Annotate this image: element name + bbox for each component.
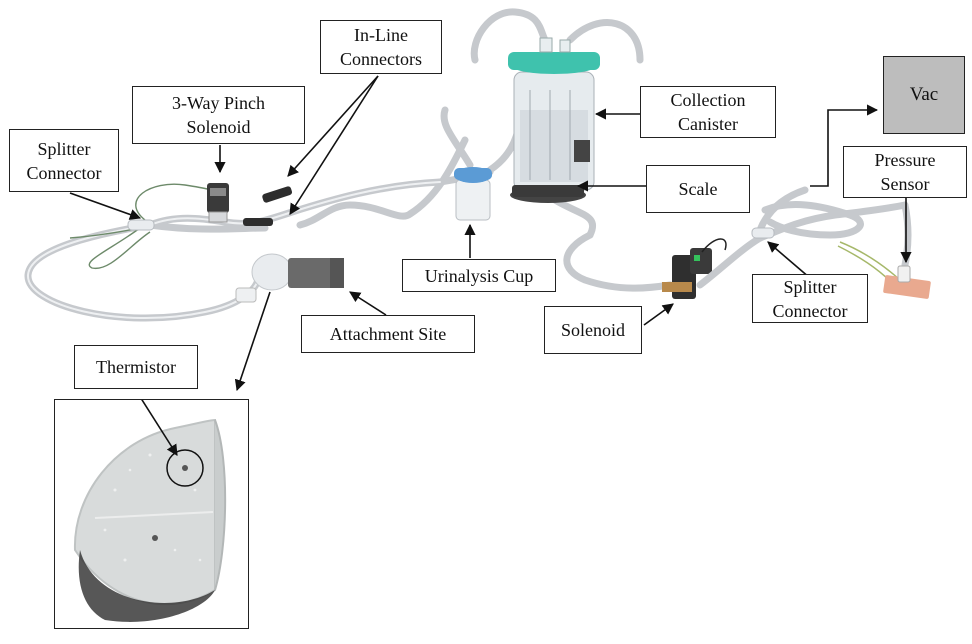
tubing-left-highlight bbox=[26, 181, 441, 319]
urinalysis-cup-device bbox=[454, 167, 492, 221]
pressure-sensor-label: Pressure Sensor bbox=[843, 146, 967, 198]
vac-box: Vac bbox=[883, 56, 965, 134]
attachment-site-device bbox=[235, 253, 344, 303]
solenoid-label: Solenoid bbox=[544, 306, 642, 354]
urinalysis-cup-label: Urinalysis Cup bbox=[402, 259, 556, 292]
thermistor-inset-photo bbox=[54, 399, 249, 629]
scale-label: Scale bbox=[646, 165, 750, 213]
solenoid-device bbox=[662, 238, 727, 299]
splitter-left-shape bbox=[127, 219, 155, 231]
collection-canister-label: Collection Canister bbox=[640, 86, 776, 138]
three-way-pinch-solenoid-label: 3-Way Pinch Solenoid bbox=[132, 86, 305, 144]
in-line-connector-upper-shape bbox=[262, 186, 293, 203]
thermistor-label: Thermistor bbox=[74, 345, 198, 389]
hemisphere-illustration bbox=[73, 400, 227, 622]
pressure-sensor-pad bbox=[883, 275, 931, 299]
in-line-connector-lower-shape bbox=[243, 218, 273, 226]
pointer-arrows bbox=[69, 75, 912, 392]
splitter-right-shape bbox=[751, 227, 775, 239]
attachment-site-label: Attachment Site bbox=[301, 315, 475, 353]
collection-canister-device bbox=[508, 37, 600, 203]
splitter-connector-right-label: Splitter Connector bbox=[752, 274, 868, 323]
splitter-connector-left-label: Splitter Connector bbox=[9, 129, 119, 192]
pinch-solenoid-device bbox=[207, 183, 229, 223]
in-line-connectors-label: In-Line Connectors bbox=[320, 20, 442, 74]
